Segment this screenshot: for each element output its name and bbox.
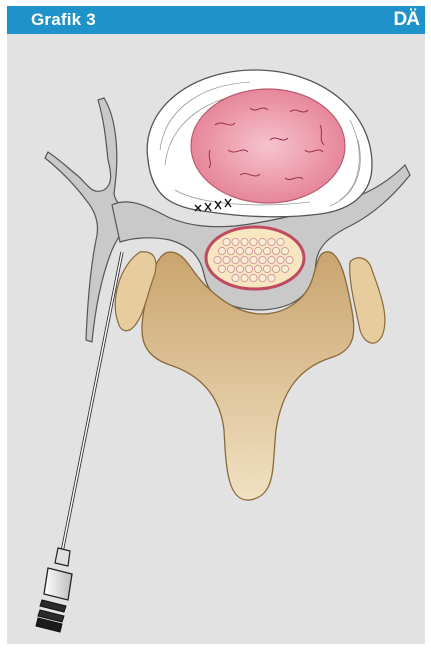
fascicle xyxy=(263,265,270,272)
right-facet xyxy=(350,258,385,343)
fascicle xyxy=(245,247,252,254)
fascicle xyxy=(227,247,234,254)
fascicle xyxy=(268,238,275,245)
fascicle xyxy=(232,256,239,263)
fascicle xyxy=(268,256,275,263)
spinal-needle xyxy=(36,252,122,632)
spinal-cord xyxy=(191,89,345,203)
fascicle xyxy=(245,265,252,272)
fascicle xyxy=(268,274,275,281)
fascicle xyxy=(236,265,243,272)
fascicle xyxy=(214,256,221,263)
fascicle xyxy=(259,238,266,245)
fascicle xyxy=(277,238,284,245)
fascicle xyxy=(236,247,243,254)
fascicle xyxy=(241,274,248,281)
fascicle xyxy=(254,265,261,272)
fascicle xyxy=(223,256,230,263)
needle-grip xyxy=(44,568,72,600)
fascicle xyxy=(259,256,266,263)
fascicle xyxy=(218,265,225,272)
fascicle xyxy=(241,238,248,245)
fascicle xyxy=(223,238,230,245)
fascicle xyxy=(259,274,266,281)
fascicle xyxy=(272,247,279,254)
fascicle xyxy=(277,256,284,263)
fascicle xyxy=(250,274,257,281)
fascicle xyxy=(250,238,257,245)
fascicle xyxy=(218,247,225,254)
fascicle xyxy=(254,247,261,254)
fascicle xyxy=(241,256,248,263)
fascicle xyxy=(263,247,270,254)
fascicle xyxy=(281,247,288,254)
fascicle xyxy=(232,238,239,245)
fascicle xyxy=(272,265,279,272)
fascicle xyxy=(286,256,293,263)
fascicle xyxy=(227,265,234,272)
fascicle xyxy=(250,256,257,263)
fascicle xyxy=(281,265,288,272)
fascicle xyxy=(232,274,239,281)
needle-cap-ring-1 xyxy=(40,600,66,612)
needle-hub xyxy=(55,548,70,566)
